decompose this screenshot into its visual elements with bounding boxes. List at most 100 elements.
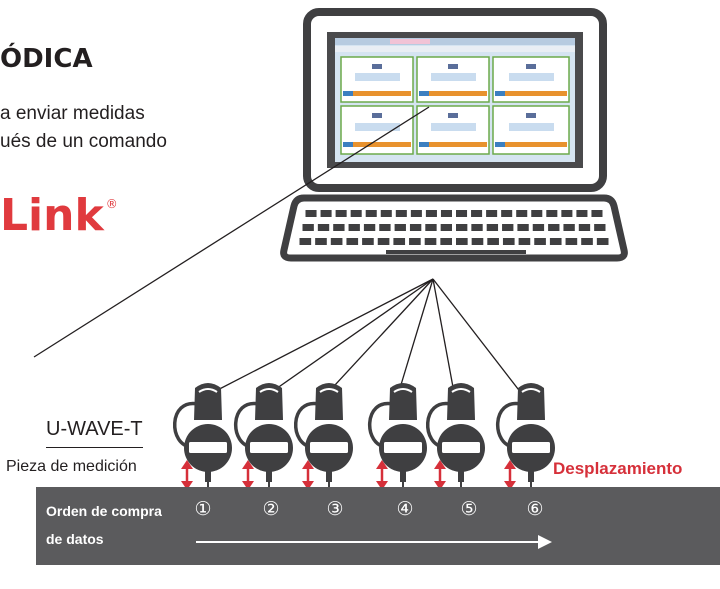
keyboard-key: [379, 224, 391, 231]
keyboard-key: [330, 238, 343, 245]
dial-indicators: [172, 383, 555, 504]
keyboard-key: [377, 238, 390, 245]
description-line-2: ués de un comando: [0, 131, 167, 152]
keyboard-key: [346, 238, 359, 245]
workpiece-label: Pieza de medición: [6, 458, 137, 475]
order-label-line-2: de datos: [46, 531, 104, 547]
keyboard-key: [471, 224, 483, 231]
keyboard-key: [594, 224, 606, 231]
keyboard-key: [561, 210, 573, 217]
dial-display: [189, 442, 227, 453]
dial-indicator-icon: [233, 383, 293, 504]
order-arrow-icon: [196, 535, 552, 549]
keyboard-spacebar: [386, 250, 526, 254]
keyboard-key: [534, 238, 546, 245]
keyboard-key: [578, 224, 591, 231]
connection-line: [432, 278, 526, 399]
displacement-arrow-icon: [434, 460, 446, 490]
keyboard-key: [532, 224, 545, 231]
order-number-3: ③: [326, 498, 344, 520]
computer-monitor-icon: [303, 8, 607, 192]
order-number-4: ④: [396, 498, 414, 520]
connection-line: [322, 278, 434, 399]
order-band: Orden de compra de datos ① ② ③ ④ ⑤ ⑥: [36, 487, 720, 565]
screen-panels: [340, 56, 570, 155]
registered-mark: ®: [105, 197, 118, 211]
keyboard-key: [365, 210, 377, 217]
order-label-line-1: Orden de compra: [46, 503, 162, 519]
order-number-1: ①: [194, 498, 212, 520]
keyboard-key: [456, 224, 468, 231]
keyboard-key: [409, 224, 422, 231]
keyboard-key: [348, 224, 360, 231]
keyboard-key: [548, 224, 560, 231]
description: a enviar medidas ués de un comando: [0, 100, 260, 156]
keyboard-key: [563, 224, 575, 231]
keyboard-key: [502, 238, 515, 245]
keyboard-key: [425, 210, 437, 217]
connection-line: [396, 278, 434, 399]
keyboard-key: [362, 238, 374, 245]
keyboard-key: [335, 210, 347, 217]
keyboard-key: [299, 238, 312, 245]
order-number-2: ②: [262, 498, 280, 520]
keyboard-key: [549, 238, 562, 245]
dial-indicator-icon: [425, 383, 485, 504]
displacement-arrows: [181, 460, 516, 490]
keyboard-key: [487, 238, 499, 245]
keyboard-key: [516, 210, 528, 217]
dial-display: [384, 442, 422, 453]
keyboard-key: [305, 210, 317, 217]
callout-line: [33, 106, 430, 358]
dial-indicator-icon: [172, 383, 232, 504]
dial-indicator-icon: [293, 383, 353, 504]
dial-indicator-icon: [495, 383, 555, 504]
dial-display: [250, 442, 288, 453]
dial-display: [442, 442, 480, 453]
keyboard-key: [471, 238, 484, 245]
keyboard-icon: [280, 194, 628, 262]
keyboard-key: [350, 210, 362, 217]
keyboard-key: [486, 224, 499, 231]
keyboard-key: [502, 224, 514, 231]
keyboard-key: [596, 238, 609, 245]
dial-display: [310, 442, 348, 453]
connection-lines: [201, 278, 526, 399]
device-label: U-WAVE-T: [46, 418, 143, 448]
displacement-arrow-icon: [376, 460, 388, 490]
keyboard-key: [394, 224, 406, 231]
keyboard-key: [440, 210, 452, 217]
keyboard-key: [320, 210, 332, 217]
keyboard-key: [363, 224, 376, 231]
connection-line: [432, 278, 456, 399]
description-line-1: a enviar medidas: [0, 103, 145, 124]
keyboard-key: [546, 210, 558, 217]
brand-logo: Link®: [0, 194, 118, 238]
keyboard-key: [315, 238, 327, 245]
dial-display: [512, 442, 550, 453]
keyboard-key: [393, 238, 406, 245]
keyboard-key: [425, 224, 437, 231]
keyboard-key: [410, 210, 422, 217]
displacement-arrow-icon: [242, 460, 254, 490]
keyboard-key: [517, 224, 529, 231]
keyboard-key: [317, 224, 330, 231]
keyboard-key: [440, 238, 452, 245]
keyboard-key: [486, 210, 498, 217]
keyboard-key: [456, 238, 468, 245]
connection-line: [262, 278, 434, 399]
keyboard-key: [424, 238, 437, 245]
keyboard-key: [501, 210, 513, 217]
keyboard-key: [333, 224, 345, 231]
keyboard-key: [409, 238, 421, 245]
keyboard-key: [395, 210, 407, 217]
displacement-label: Desplazamiento: [553, 459, 683, 478]
dial-indicator-icon: [367, 383, 427, 504]
keyboard-key: [581, 238, 593, 245]
displacement-arrow-icon: [504, 460, 516, 490]
connection-line: [201, 278, 434, 399]
brand-logo-text: Link: [0, 190, 104, 241]
keyboard-key: [380, 210, 392, 217]
order-label: Orden de compra de datos: [46, 497, 186, 553]
section-heading: ÓDICA: [0, 44, 93, 74]
